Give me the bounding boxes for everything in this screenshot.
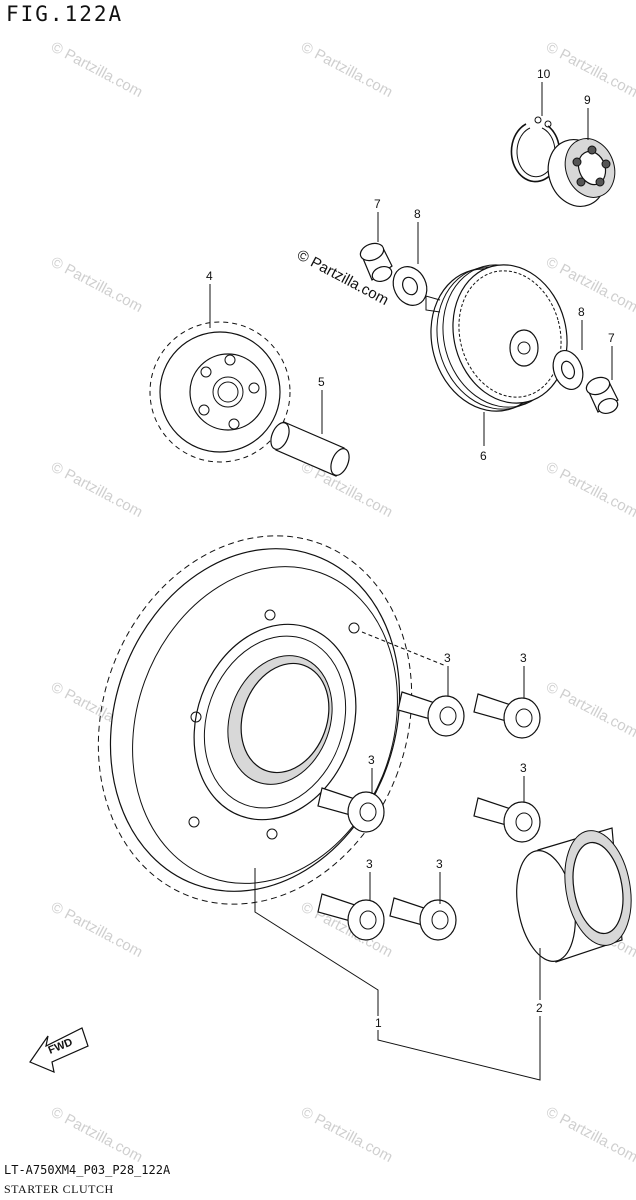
fwd-arrow-icon: FWD (29, 1027, 89, 1073)
part-5-shaft[interactable] (267, 420, 352, 478)
part-3-bolt[interactable] (473, 797, 541, 843)
watermark-text: © Partzilla.com (298, 1104, 395, 1166)
watermark-text: © Partzilla.com (48, 1104, 145, 1166)
part-label-3: 3 (436, 857, 443, 871)
part-4-idle-gear[interactable] (149, 321, 291, 463)
part-label-10: 10 (537, 67, 551, 81)
leader-lines (209, 82, 613, 1081)
callout-labels: 10 9 7 8 4 5 6 8 7 3 3 3 3 3 3 1 2 (206, 67, 615, 1030)
part-7-bushing-upper[interactable] (358, 240, 394, 284)
part-3-bolt[interactable] (389, 897, 457, 941)
part-2-needle-bearing[interactable] (509, 825, 636, 966)
part-3-bolt[interactable] (397, 691, 465, 737)
part-label-2: 2 (536, 1001, 543, 1015)
part-label-3: 3 (520, 761, 527, 775)
part-3-bolt[interactable] (317, 893, 385, 941)
part-label-8: 8 (414, 207, 421, 221)
watermark-text: © Partzilla.com (543, 1104, 636, 1166)
part-8-washer-lower[interactable] (548, 346, 588, 393)
part-label-7: 7 (608, 331, 615, 345)
watermark-text: © Partzilla.com (543, 39, 636, 101)
watermark-text: © Partzilla.com (48, 254, 145, 316)
watermark-text: © Partzilla.com (543, 679, 636, 741)
footer-code: LT-A750XM4_P03_P28_122A (4, 1163, 171, 1177)
part-label-8: 8 (578, 305, 585, 319)
part-label-3: 3 (444, 651, 451, 665)
watermark-text: © Partzilla.com (48, 39, 145, 101)
part-6-starter-clutch[interactable] (415, 251, 582, 424)
watermark-text: © Partzilla.com (543, 459, 636, 521)
part-7-bushing-lower[interactable] (584, 374, 620, 416)
part-label-4: 4 (206, 269, 213, 283)
part-3-bolt[interactable] (473, 693, 541, 739)
footer-name: STARTER CLUTCH (4, 1182, 114, 1196)
watermark-text: © Partzilla.com (48, 899, 145, 961)
part-label-3: 3 (366, 857, 373, 871)
part-3-bolt[interactable] (317, 787, 385, 833)
watermark-text: © Partzilla.com (298, 39, 395, 101)
figure-title: FIG.122A (6, 2, 124, 26)
part-label-3: 3 (520, 651, 527, 665)
part-label-9: 9 (584, 93, 591, 107)
watermark-text: © Partzilla.com (298, 459, 395, 521)
part-9-bearing[interactable] (539, 131, 623, 214)
part-8-washer-upper[interactable] (387, 261, 433, 311)
part-label-7: 7 (374, 197, 381, 211)
part-label-1: 1 (375, 1016, 382, 1030)
part-label-6: 6 (480, 449, 487, 463)
part-label-3: 3 (368, 753, 375, 767)
part-label-5: 5 (318, 375, 325, 389)
watermark-text: © Partzilla.com (48, 459, 145, 521)
